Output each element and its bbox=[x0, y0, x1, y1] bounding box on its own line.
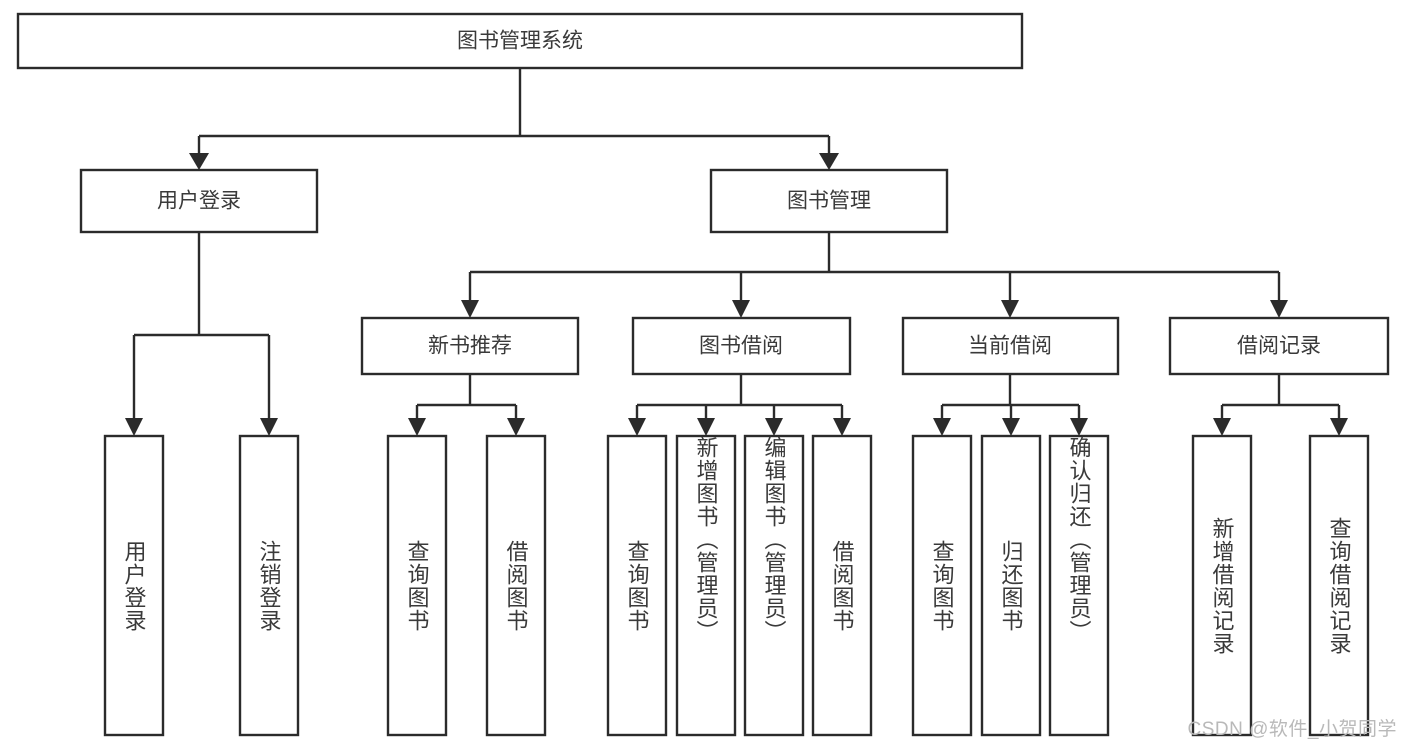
node-leaf-rec-borrow-book-box[interactable] bbox=[485, 434, 547, 737]
node-leaf-record-add-box[interactable] bbox=[1191, 434, 1253, 737]
node-book-manage-label: 图书管理 bbox=[787, 190, 871, 213]
node-new-book-rec[interactable]: 新书推荐 bbox=[360, 316, 580, 376]
node-leaf-current-query-book-box[interactable] bbox=[911, 434, 973, 737]
node-current-borrow[interactable]: 当前借阅 bbox=[901, 316, 1120, 376]
node-leaf-borrow-lend-book-box[interactable] bbox=[811, 434, 873, 737]
arrow-leaf-current-confirm-return bbox=[1070, 418, 1088, 436]
node-leaf-user-login-box[interactable] bbox=[103, 434, 165, 737]
arrow-book-manage bbox=[819, 153, 839, 170]
node-new-book-rec-box[interactable] bbox=[360, 316, 580, 376]
arrow-current-borrow bbox=[1001, 300, 1019, 318]
arrow-leaf-current-return-book bbox=[1002, 418, 1020, 436]
node-user-login-label: 用户登录 bbox=[157, 190, 241, 213]
node-book-borrow-label: 图书借阅 bbox=[699, 335, 783, 358]
node-new-book-rec-label: 新书推荐 bbox=[428, 335, 512, 358]
arrow-leaf-borrow-query-book bbox=[628, 418, 646, 436]
arrow-leaf-user-login bbox=[125, 418, 143, 436]
arrow-leaf-record-query bbox=[1330, 418, 1348, 436]
node-book-borrow[interactable]: 图书借阅 bbox=[631, 316, 852, 376]
arrow-book-borrow bbox=[732, 300, 750, 318]
node-root[interactable]: 图书管理系统 bbox=[16, 12, 1024, 70]
node-leaf-record-query-box[interactable] bbox=[1308, 434, 1370, 737]
csdn-watermark: CSDN @软件_小贺同学 bbox=[1187, 719, 1397, 740]
node-borrow-record-label: 借阅记录 bbox=[1237, 335, 1321, 358]
arrow-new-book-rec bbox=[461, 300, 479, 318]
node-leaf-user-logout-box[interactable] bbox=[238, 434, 300, 737]
node-leaf-borrow-query-book-box[interactable] bbox=[606, 434, 668, 737]
node-root-box[interactable] bbox=[16, 12, 1024, 70]
node-borrow-record[interactable]: 借阅记录 bbox=[1168, 316, 1390, 376]
arrow-leaf-current-query-book bbox=[933, 418, 951, 436]
node-book-manage[interactable]: 图书管理 bbox=[709, 168, 949, 234]
node-user-login[interactable]: 用户登录 bbox=[79, 168, 319, 234]
arrow-borrow-record bbox=[1270, 300, 1288, 318]
arrow-user-login bbox=[189, 153, 209, 170]
arrow-leaf-borrow-add-book bbox=[697, 418, 715, 436]
node-borrow-record-box[interactable] bbox=[1168, 316, 1390, 376]
node-root-label: 图书管理系统 bbox=[457, 30, 583, 53]
node-leaf-current-return-book-box[interactable] bbox=[980, 434, 1042, 737]
node-leaf-borrow-add-book-box[interactable] bbox=[675, 434, 737, 737]
node-current-borrow-box[interactable] bbox=[901, 316, 1120, 376]
node-user-login-box[interactable] bbox=[79, 168, 319, 234]
node-leaf-rec-query-book-box[interactable] bbox=[386, 434, 448, 737]
node-leaf-current-confirm-return-box[interactable] bbox=[1048, 434, 1110, 737]
node-current-borrow-label: 当前借阅 bbox=[968, 335, 1052, 358]
arrow-leaf-record-add bbox=[1213, 418, 1231, 436]
node-book-borrow-box[interactable] bbox=[631, 316, 852, 376]
arrow-leaf-borrow-edit-book bbox=[765, 418, 783, 436]
arrow-leaf-rec-query-book bbox=[408, 418, 426, 436]
node-leaf-borrow-edit-book-box[interactable] bbox=[743, 434, 805, 737]
node-book-manage-box[interactable] bbox=[709, 168, 949, 234]
leaf-box-layer bbox=[103, 434, 1370, 737]
arrow-leaf-rec-borrow-book bbox=[507, 418, 525, 436]
arrow-leaf-borrow-lend-book bbox=[833, 418, 851, 436]
connector-layer bbox=[125, 68, 1348, 436]
arrow-leaf-user-logout bbox=[260, 418, 278, 436]
